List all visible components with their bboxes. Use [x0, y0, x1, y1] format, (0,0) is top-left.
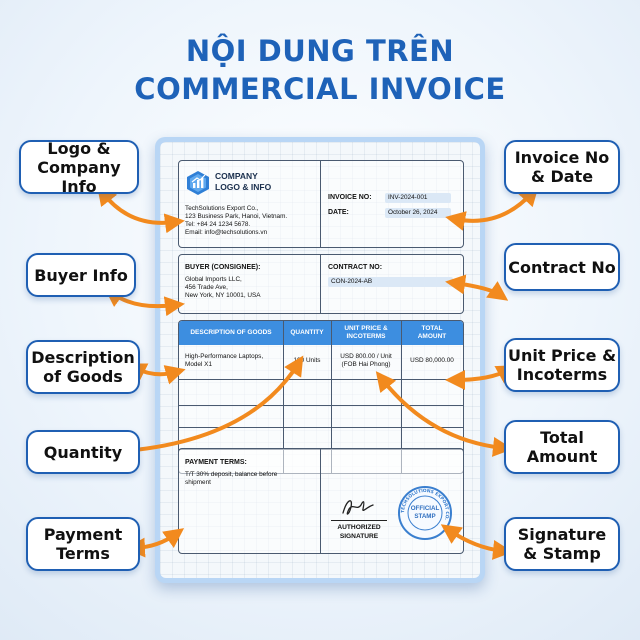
stamp-text-1: OFFICIAL [410, 505, 440, 512]
callout-invoice-no: Invoice No & Date [504, 140, 620, 194]
logo-text-2: LOGO & INFO [215, 182, 272, 192]
header-unit-price: UNIT PRICE & INCOTERMS [344, 325, 388, 340]
callout-quantity: Quantity [26, 430, 140, 474]
row-unit-price: USD 800.00 / Unit (FOB Hai Phong) [340, 353, 392, 368]
company-logo-icon [187, 171, 209, 195]
company-email: Email: info@techsolutions.vn [185, 229, 268, 236]
payment-section: PAYMENT TERMS: T/T 30% deposit, balance … [178, 448, 464, 554]
logo-text-1: COMPANY [215, 171, 258, 181]
invoice-no-field: INV-2024-001 [385, 193, 451, 203]
signature-label-1: AUTHORIZED [337, 524, 381, 531]
header-section: COMPANY LOGO & INFO TechSolutions Export… [178, 160, 464, 248]
date-label: DATE: [328, 209, 349, 216]
callout-description: Description of Goods [26, 340, 140, 394]
payment-text: T/T 30% deposit, balance before shipment [185, 471, 278, 486]
official-stamp: TECHSOLUTIONS EXPORT CO. OFFICIAL STAMP [397, 485, 453, 541]
callout-signature: Signature & Stamp [504, 517, 620, 571]
title-line-1: NỘI DUNG TRÊN [185, 34, 455, 68]
payment-label: PAYMENT TERMS: [185, 459, 247, 466]
company-name: TechSolutions Export Co., [185, 205, 259, 212]
company-tel: Tel: +84 24 1234 5678. [185, 221, 251, 228]
callout-unit-price: Unit Price & Incoterms [504, 338, 620, 392]
callout-contract-no: Contract No [504, 243, 620, 291]
date-field: October 26, 2024 [385, 208, 451, 218]
signature-icon [342, 500, 374, 515]
row-total: USD 80,000.00 [410, 357, 454, 364]
callout-buyer: Buyer Info [26, 253, 136, 297]
company-address: 123 Business Park, Hanoi, Vietnam. [185, 213, 288, 220]
row-quantity: 100 Units [293, 357, 321, 364]
stamp-text-2: STAMP [414, 513, 436, 520]
buyer-address-2: New York, NY 10001, USA [185, 292, 261, 299]
header-total: TOTAL AMOUNT [417, 325, 447, 340]
buyer-address-1: 456 Trade Ave, [185, 284, 228, 291]
callout-logo: Logo & Company Info [19, 139, 139, 196]
callout-payment: Payment Terms [26, 517, 140, 571]
signature-label-2: SIGNATURE [339, 533, 379, 540]
invoice-paper: COMPANY LOGO & INFO TechSolutions Export… [160, 142, 480, 578]
contract-field: CON-2024-AB [328, 277, 453, 287]
buyer-name: Global Imports LLC, [185, 276, 242, 283]
title-line-2: COMMERCIAL INVOICE [134, 72, 506, 106]
row-description: High-Performance Laptops, Model X1 [185, 353, 264, 368]
invoice-no-label: INVOICE NO: [328, 194, 372, 201]
header-quantity: QUANTITY [290, 329, 324, 336]
header-description: DESCRIPTION OF GOODS [190, 329, 272, 336]
buyer-section: BUYER (CONSIGNEE): Global Imports LLC, 4… [178, 254, 464, 314]
contract-label: CONTRACT NO: [328, 264, 383, 271]
callout-total: Total Amount [504, 420, 620, 474]
buyer-label: BUYER (CONSIGNEE): [185, 264, 261, 271]
